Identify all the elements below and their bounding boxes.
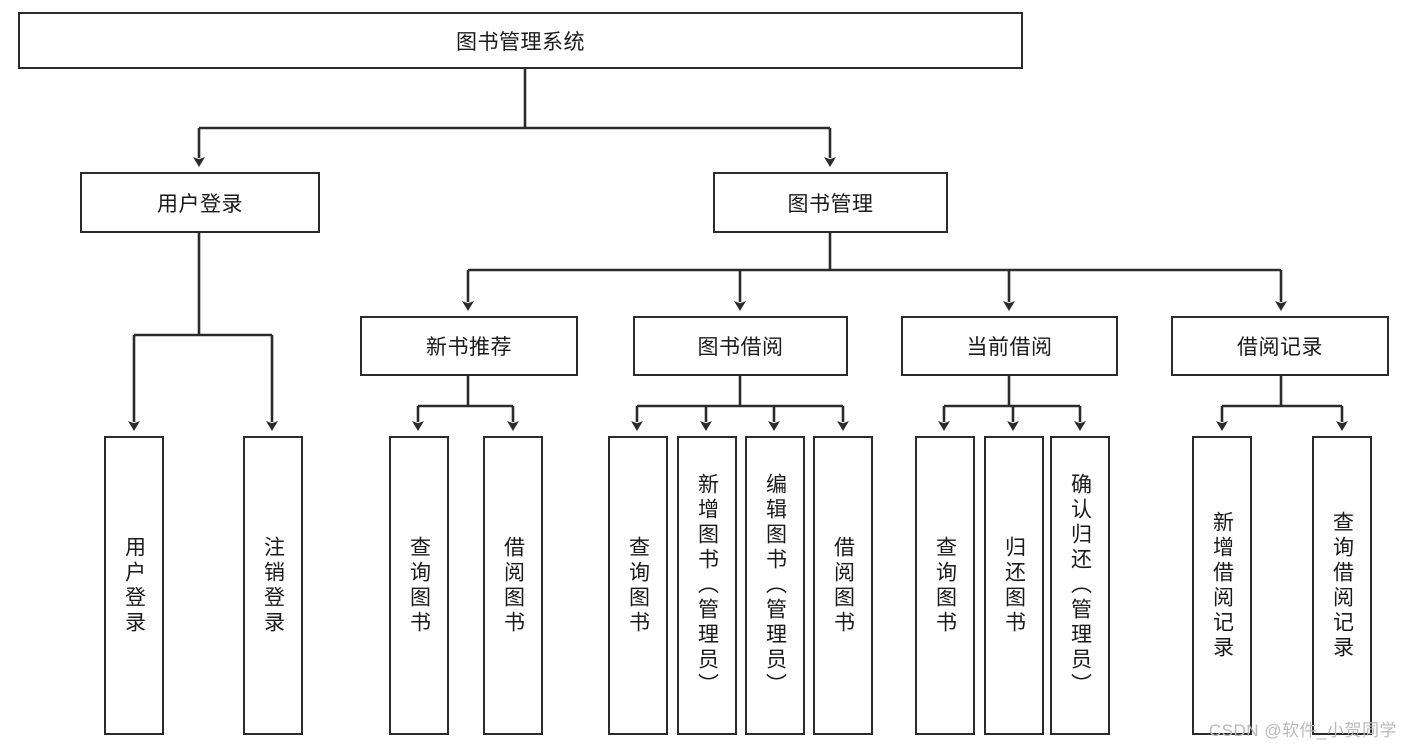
leaf-current-confirm-return-label: 确认归还（管理员） bbox=[1068, 473, 1092, 698]
leaf-borrow-add-book[interactable]: 新增图书（管理员） bbox=[677, 436, 737, 735]
leaf-borrow-borrow-book-label: 借阅图书 bbox=[831, 535, 855, 636]
leaf-record-query-label: 查询借阅记录 bbox=[1330, 510, 1354, 661]
node-book-borrow-label: 图书借阅 bbox=[697, 336, 784, 359]
watermark: CSDN @软件_小贺同学 bbox=[1208, 721, 1397, 740]
leaf-record-add[interactable]: 新增借阅记录 bbox=[1192, 436, 1252, 735]
leaf-borrow-edit-book[interactable]: 编辑图书（管理员） bbox=[745, 436, 805, 735]
leaf-recommend-query-book[interactable]: 查询图书 bbox=[389, 436, 449, 735]
node-book-borrow[interactable]: 图书借阅 bbox=[633, 316, 848, 376]
leaf-current-return-book[interactable]: 归还图书 bbox=[984, 436, 1044, 735]
node-borrow-record-label: 借阅记录 bbox=[1237, 336, 1323, 359]
leaf-current-query-book[interactable]: 查询图书 bbox=[915, 436, 975, 735]
leaf-borrow-query-book-label: 查询图书 bbox=[626, 535, 650, 636]
node-current-borrow-label: 当前借阅 bbox=[966, 336, 1053, 359]
leaf-current-confirm-return[interactable]: 确认归还（管理员） bbox=[1050, 436, 1110, 735]
leaf-current-return-book-label: 归还图书 bbox=[1002, 535, 1026, 636]
leaf-logout[interactable]: 注销登录 bbox=[243, 436, 303, 735]
leaf-record-add-label: 新增借阅记录 bbox=[1210, 510, 1234, 661]
node-user-login-label: 用户登录 bbox=[157, 192, 243, 216]
node-book-management-label: 图书管理 bbox=[787, 192, 874, 216]
leaf-record-query[interactable]: 查询借阅记录 bbox=[1312, 436, 1372, 735]
leaf-recommend-borrow-book-label: 借阅图书 bbox=[501, 535, 525, 636]
leaf-borrow-query-book[interactable]: 查询图书 bbox=[608, 436, 668, 735]
leaf-borrow-add-book-label: 新增图书（管理员） bbox=[695, 473, 719, 698]
leaf-borrow-edit-book-label: 编辑图书（管理员） bbox=[763, 473, 787, 698]
leaf-recommend-query-book-label: 查询图书 bbox=[407, 535, 431, 636]
node-current-borrow[interactable]: 当前借阅 bbox=[901, 316, 1118, 376]
node-root-label: 图书管理系统 bbox=[456, 30, 585, 54]
node-root[interactable]: 图书管理系统 bbox=[18, 12, 1023, 69]
leaf-logout-label: 注销登录 bbox=[261, 535, 285, 636]
leaf-current-query-book-label: 查询图书 bbox=[933, 535, 957, 636]
node-user-login[interactable]: 用户登录 bbox=[80, 172, 320, 233]
leaf-user-login-label: 用户登录 bbox=[122, 535, 146, 636]
node-new-book-recommend[interactable]: 新书推荐 bbox=[360, 316, 578, 376]
leaf-borrow-borrow-book[interactable]: 借阅图书 bbox=[813, 436, 873, 735]
node-book-management[interactable]: 图书管理 bbox=[713, 172, 948, 233]
leaf-user-login[interactable]: 用户登录 bbox=[104, 436, 164, 735]
node-borrow-record[interactable]: 借阅记录 bbox=[1171, 316, 1389, 376]
leaf-recommend-borrow-book[interactable]: 借阅图书 bbox=[483, 436, 543, 735]
node-new-book-recommend-label: 新书推荐 bbox=[426, 336, 512, 359]
